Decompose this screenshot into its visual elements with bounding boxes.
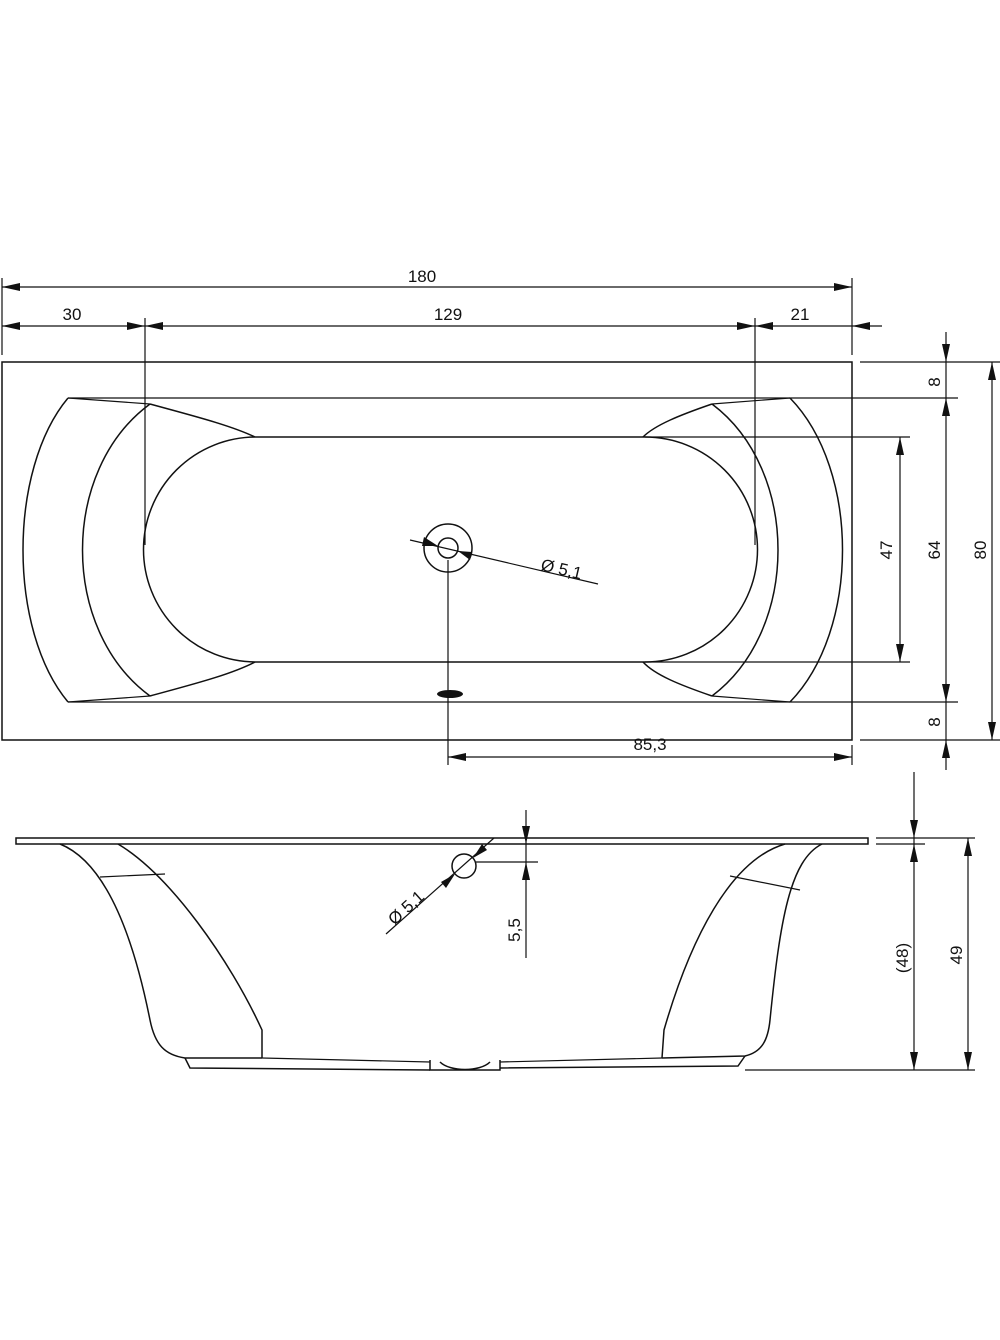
- tub-outline-top: [1, 361, 853, 741]
- headrest-right-outer: [789, 397, 844, 703]
- dim-rim-bottom: 8: [925, 717, 944, 726]
- overflow-marker: [437, 690, 463, 698]
- dim-overall-height: 49: [947, 946, 966, 965]
- headrest-left-inner: [81, 403, 151, 697]
- dim-inner-depth: (48): [893, 943, 912, 973]
- drain-inner-circle: [437, 537, 459, 559]
- dim-overflow-offset: 5,5: [505, 918, 524, 942]
- overflow-circle: [451, 853, 477, 879]
- dim-drain-position: 85,3: [633, 735, 666, 754]
- headrest-right-inner: [711, 403, 779, 697]
- top-view-dimensions: 180 30 129 21 47 8 64 8: [1, 267, 1000, 770]
- top-view: Ø 5,1: [1, 361, 853, 741]
- dim-left-offset: 30: [63, 305, 82, 324]
- dim-overall-length: 180: [408, 267, 436, 286]
- dim-inner-width: 47: [877, 541, 896, 560]
- dim-inner-length: 129: [434, 305, 462, 324]
- tub-body-left: [59, 843, 262, 1059]
- headrest-left-outer: [22, 397, 69, 703]
- dim-basin-width: 64: [925, 541, 944, 560]
- dim-rim-top: 8: [925, 377, 944, 386]
- dim-right-offset: 21: [791, 305, 810, 324]
- dim-overall-width: 80: [971, 541, 990, 560]
- tub-body-right: [661, 843, 823, 1059]
- side-view: Ø 5,1 5,5 (48) 49: [15, 772, 975, 1071]
- tub-rim-side: [15, 837, 869, 845]
- drain-outlet-side: [429, 1060, 501, 1071]
- drain-diameter-label: Ø 5,1: [539, 555, 584, 583]
- overflow-diameter-label: Ø 5,1: [385, 887, 429, 929]
